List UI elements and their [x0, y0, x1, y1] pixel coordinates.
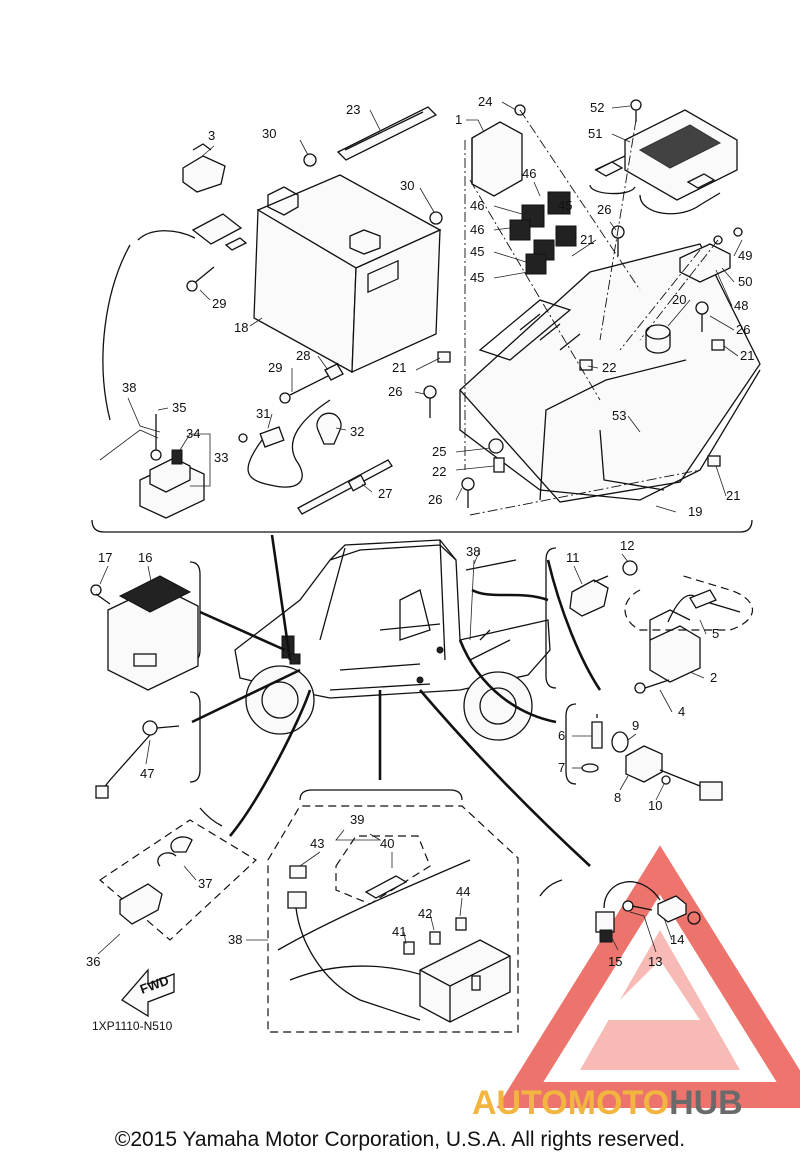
ecu — [589, 99, 738, 215]
callout-12: 12 — [620, 538, 634, 553]
part-callouts: 1 2 3 4 5 6 7 8 9 10 11 12 13 14 15 16 1… — [86, 94, 754, 969]
diagram-code: 1XP1110-N510 — [92, 1019, 173, 1033]
callout-29a: 29 — [212, 296, 226, 311]
callout-43: 43 — [310, 836, 324, 851]
ignition-coil-group — [569, 560, 754, 694]
callout-4: 4 — [678, 704, 685, 719]
callout-3: 3 — [208, 128, 215, 143]
callout-17: 17 — [98, 550, 112, 565]
callout-34: 34 — [186, 426, 200, 441]
callout-50: 50 — [738, 274, 752, 289]
callout-40: 40 — [380, 836, 394, 851]
callout-39: 39 — [350, 812, 364, 827]
watermark-brand-part1: AUTOMOTO — [472, 1084, 669, 1122]
forward-arrow: FWD — [121, 968, 175, 1018]
callout-20: 20 — [672, 292, 686, 307]
callout-35: 35 — [172, 400, 186, 415]
callout-53: 53 — [612, 408, 626, 423]
callout-26a: 26 — [597, 202, 611, 217]
callout-51: 51 — [588, 126, 602, 141]
callout-46b: 46 — [470, 198, 484, 213]
callout-25: 25 — [432, 444, 446, 459]
callout-14: 14 — [670, 932, 684, 947]
battery-box — [459, 243, 761, 503]
callout-15: 15 — [608, 954, 622, 969]
callout-45a: 45 — [470, 244, 484, 259]
callout-36: 36 — [86, 954, 100, 969]
crank-sensor-group — [595, 881, 701, 943]
callout-38a: 38 — [122, 380, 136, 395]
neutral-switch — [119, 836, 193, 925]
callout-5: 5 — [712, 626, 719, 641]
callout-19: 19 — [688, 504, 702, 519]
watermark-text: AUTOMOTOHUB — [472, 1084, 743, 1122]
callout-46c: 46 — [470, 222, 484, 237]
callout-7: 7 — [558, 760, 565, 775]
callout-1: 1 — [455, 112, 462, 127]
callout-8: 8 — [614, 790, 621, 805]
callout-46a: 46 — [522, 166, 536, 181]
callout-28: 28 — [296, 348, 310, 363]
callout-38c: 38 — [228, 932, 242, 947]
callout-22b: 22 — [432, 464, 446, 479]
callout-30b: 30 — [400, 178, 414, 193]
callout-47: 47 — [140, 766, 154, 781]
callout-9: 9 — [632, 718, 639, 733]
callout-24: 24 — [478, 94, 492, 109]
callout-11: 11 — [566, 550, 580, 565]
callout-33: 33 — [214, 450, 228, 465]
callout-leaders — [97, 101, 743, 955]
callout-27: 27 — [378, 486, 392, 501]
relay-bracket — [471, 104, 526, 197]
callout-21a: 21 — [580, 232, 594, 247]
watermark-logo — [496, 845, 800, 1108]
starter-relay — [99, 414, 205, 519]
callout-31: 31 — [256, 406, 270, 421]
callout-45b: 45 — [470, 270, 484, 285]
fuse-box-group — [277, 859, 511, 1023]
speed-sensor — [95, 720, 180, 799]
callout-49: 49 — [738, 248, 752, 263]
battery — [253, 174, 442, 374]
callout-30a: 30 — [262, 126, 276, 141]
relays — [509, 191, 577, 275]
callout-44: 44 — [456, 884, 470, 899]
callout-6: 6 — [558, 728, 565, 743]
callout-26d: 26 — [428, 492, 442, 507]
callout-23: 23 — [346, 102, 360, 117]
callout-48: 48 — [734, 298, 748, 313]
callout-45c: 45 — [558, 198, 572, 213]
callout-38b: 38 — [466, 544, 480, 559]
callout-21b: 21 — [392, 360, 406, 375]
callout-26c: 26 — [388, 384, 402, 399]
callout-32: 32 — [350, 424, 364, 439]
battery-band — [336, 106, 438, 161]
fasteners — [423, 225, 725, 508]
callout-37: 37 — [198, 876, 212, 891]
callout-22a: 22 — [602, 360, 616, 375]
callout-2: 2 — [710, 670, 717, 685]
callout-21c: 21 — [740, 348, 754, 363]
callout-29b: 29 — [268, 360, 282, 375]
callout-21d: 21 — [726, 488, 740, 503]
watermark-brand-part2: HUB — [669, 1084, 743, 1122]
battery-box-assembly — [91, 99, 761, 533]
callout-41: 41 — [392, 924, 406, 939]
spark-plug-group — [581, 714, 723, 801]
watermark-triangle-outer — [496, 845, 800, 1108]
copyright-notice: ©2015 Yamaha Motor Corporation, U.S.A. A… — [114, 1128, 686, 1151]
callout-26b: 26 — [736, 322, 750, 337]
battery-terminal-cover — [182, 143, 226, 193]
rectifier-regulator — [90, 575, 199, 691]
vehicle-illustration — [191, 534, 602, 867]
callout-16: 16 — [138, 550, 152, 565]
callout-13: 13 — [648, 954, 662, 969]
callout-42: 42 — [418, 906, 432, 921]
callout-18: 18 — [234, 320, 248, 335]
watermark-cutout — [600, 960, 700, 1020]
callout-52: 52 — [590, 100, 604, 115]
callout-10: 10 — [648, 798, 662, 813]
